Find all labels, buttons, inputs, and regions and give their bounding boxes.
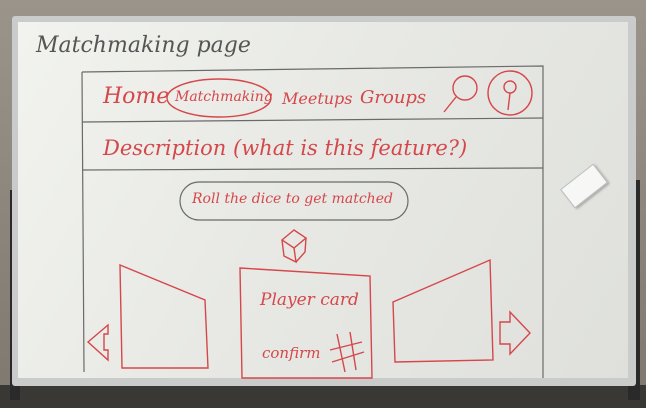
roll-dice-button[interactable]: Roll the dice to get matched [180,182,408,220]
left-arrow-icon[interactable] [86,323,110,362]
whiteboard [18,22,628,378]
confirm-button[interactable]: confirm [262,344,321,362]
floor [0,385,646,408]
right-arrow-icon[interactable] [498,310,532,356]
player-card: Player card confirm [240,268,372,378]
description-label: Description (what is this feature?) [103,136,468,160]
nav-matchmaking[interactable]: Matchmaking [175,89,273,105]
dice-icon [280,228,308,264]
previous-card [120,265,208,368]
nav-meetups[interactable]: Meetups [282,89,353,108]
reject-icon[interactable] [328,332,366,374]
player-card-title: Player card [260,290,359,310]
roll-dice-label: Roll the dice to get matched [192,191,393,207]
profile-icon[interactable] [487,70,533,116]
page-title: Matchmaking page [36,33,251,58]
nav-home[interactable]: Home [103,84,170,109]
nav-groups[interactable]: Groups [360,87,427,108]
search-icon[interactable] [442,74,480,114]
next-card [393,260,493,362]
